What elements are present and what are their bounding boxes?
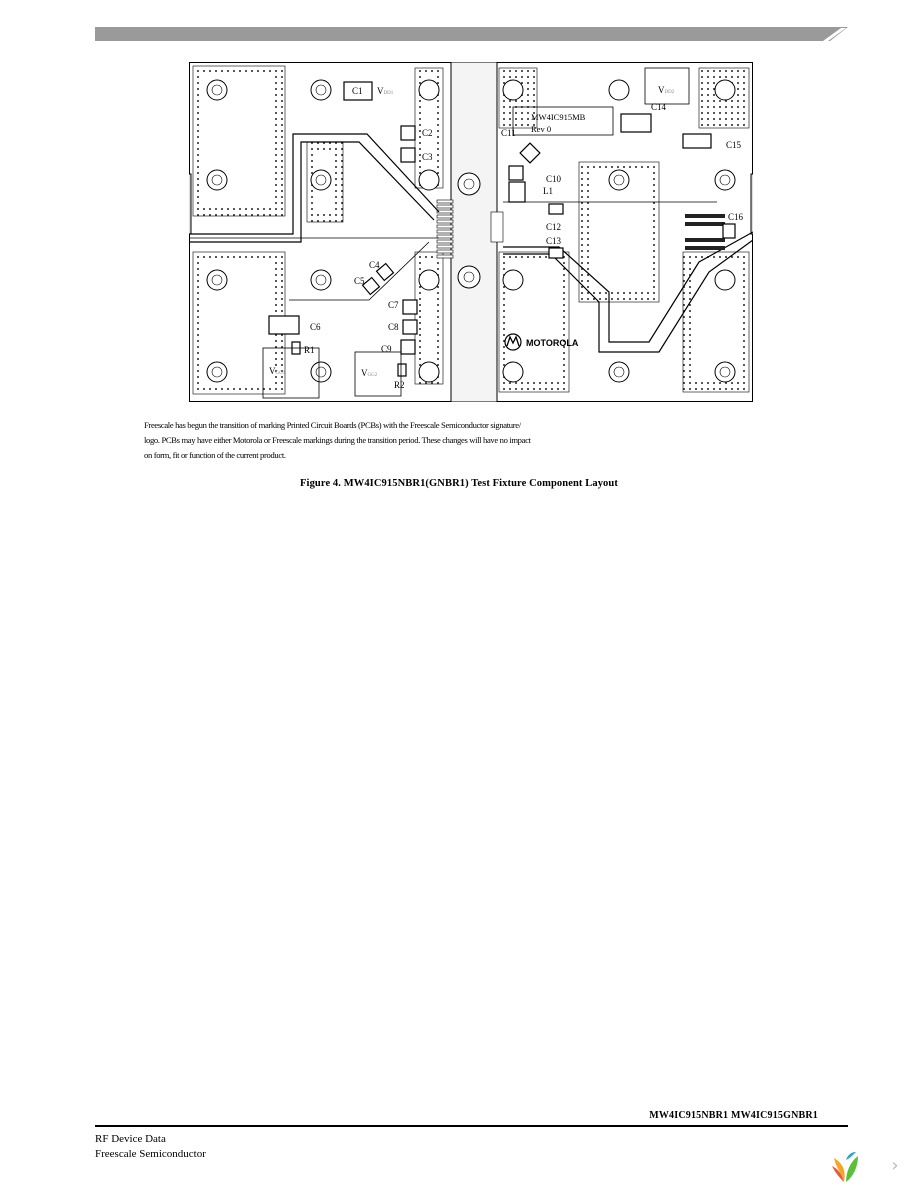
motorola-logo	[504, 333, 522, 351]
svg-text:C7: C7	[388, 300, 399, 310]
svg-text:R1: R1	[304, 345, 315, 355]
svg-text:VDD2: VDD2	[658, 85, 675, 95]
svg-text:C1: C1	[352, 86, 363, 96]
svg-text:C2: C2	[422, 128, 433, 138]
svg-text:VGG2: VGG2	[361, 368, 378, 378]
test-fixture-layout: C1 C2 C3 C4 C5 C6 C7 C8 C9 R1 R2 C10 L1 …	[189, 62, 753, 402]
footer-line-2: Freescale Semiconductor	[95, 1148, 206, 1160]
svg-text:MOTOROLA: MOTOROLA	[526, 338, 579, 348]
rf-output-connector	[750, 173, 753, 235]
svg-text:C11: C11	[501, 128, 516, 138]
svg-text:C3: C3	[422, 152, 433, 162]
svg-text:C16: C16	[728, 212, 744, 222]
viewer-logo-icon	[832, 1152, 858, 1182]
svg-text:C8: C8	[388, 322, 399, 332]
svg-text:C13: C13	[546, 236, 562, 246]
rf-input-connector	[189, 173, 192, 235]
transition-note: Freescale has begun the transition of ma…	[144, 418, 634, 463]
svg-text:VGG1: VGG1	[269, 366, 286, 376]
svg-text:C9: C9	[381, 344, 392, 354]
svg-text:C4: C4	[369, 260, 380, 270]
svg-text:C5: C5	[354, 276, 365, 286]
note-line-3: on form, fit or function of the current …	[144, 450, 286, 460]
note-line-2: logo. PCBs may have either Motorola or F…	[144, 435, 531, 445]
svg-text:C12: C12	[546, 222, 561, 232]
svg-text:Rev 0: Rev 0	[531, 124, 551, 134]
footer-rule	[95, 1125, 848, 1127]
svg-text:C10: C10	[546, 174, 562, 184]
svg-text:VDD1: VDD1	[377, 86, 394, 96]
next-page-button[interactable]: ›	[891, 1154, 899, 1176]
header-bar	[95, 27, 848, 41]
svg-text:L1: L1	[543, 186, 553, 196]
svg-text:C15: C15	[726, 140, 742, 150]
footer-line-1: RF Device Data	[95, 1133, 166, 1145]
svg-text:C14: C14	[651, 102, 667, 112]
svg-text:C6: C6	[310, 322, 321, 332]
part-numbers: MW4IC915NBR1 MW4IC915GNBR1	[649, 1110, 818, 1121]
figure-caption: Figure 4. MW4IC915NBR1(GNBR1) Test Fixtu…	[300, 478, 618, 489]
note-line-1: Freescale has begun the transition of ma…	[144, 420, 521, 430]
svg-text:R2: R2	[394, 380, 405, 390]
svg-text:MW4IC915MB: MW4IC915MB	[531, 112, 586, 122]
